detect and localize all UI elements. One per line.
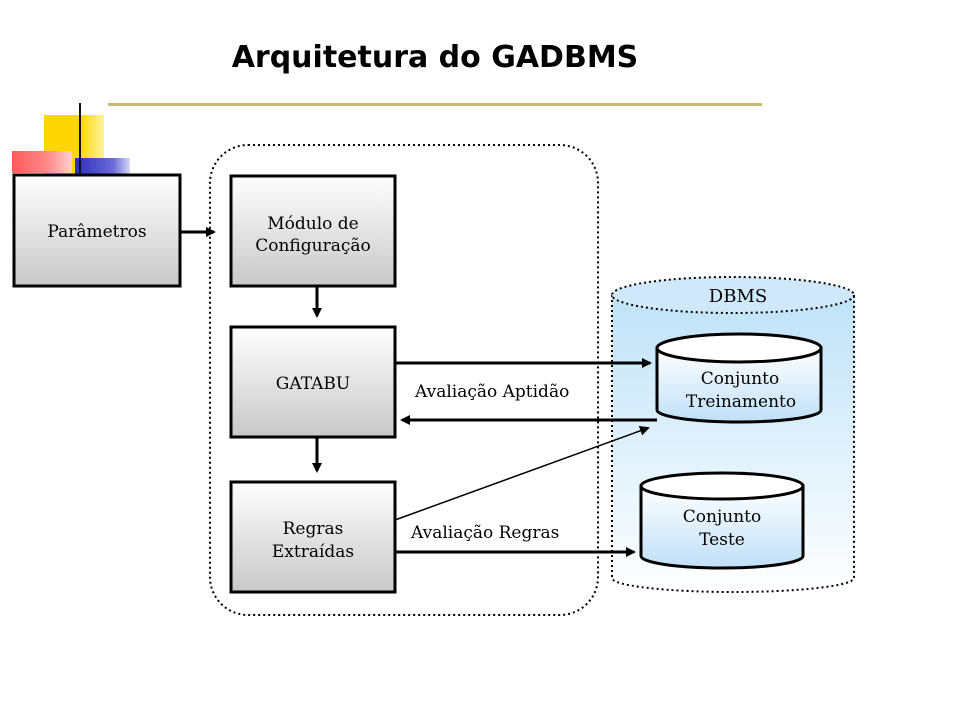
conjunto-treinamento-cylinder: Conjunto Treinamento <box>655 332 823 424</box>
title-underline <box>108 103 762 106</box>
modulo-line-2: Configuração <box>255 236 371 256</box>
conjunto-teste-cylinder: Conjunto Teste <box>639 471 805 570</box>
edge-regras-to-treinamento <box>394 426 650 521</box>
parametros-label: Parâmetros <box>47 222 146 242</box>
conjunto-treinamento-line-2: Treinamento <box>686 392 796 412</box>
edge-label-avaliacao-regras: Avaliação Regras <box>410 523 559 543</box>
modulo-configuracao-box: Módulo de Configuração <box>229 174 397 288</box>
dbms-label: DBMS <box>709 286 767 307</box>
regras-extraidas-box: Regras Extraídas <box>229 480 397 594</box>
parametros-box: Parâmetros <box>12 173 182 288</box>
regras-line-1: Regras <box>283 519 344 539</box>
deco-blue-square <box>75 158 130 174</box>
conjunto-treinamento-line-1: Conjunto <box>701 369 779 389</box>
gatabu-box: GATABU <box>229 325 397 439</box>
modulo-line-1: Módulo de <box>267 214 359 234</box>
conjunto-teste-line-2: Teste <box>699 530 745 550</box>
deco-vertical-line <box>79 103 81 173</box>
edge-label-avaliacao-aptidao: Avaliação Aptidão <box>414 382 569 402</box>
gatabu-label: GATABU <box>276 374 350 394</box>
system-boundary <box>209 144 599 616</box>
slide-title: Arquitetura do GADBMS <box>231 40 639 75</box>
conjunto-teste-line-1: Conjunto <box>683 507 761 527</box>
deco-red-square <box>12 151 72 173</box>
regras-line-2: Extraídas <box>272 542 354 562</box>
